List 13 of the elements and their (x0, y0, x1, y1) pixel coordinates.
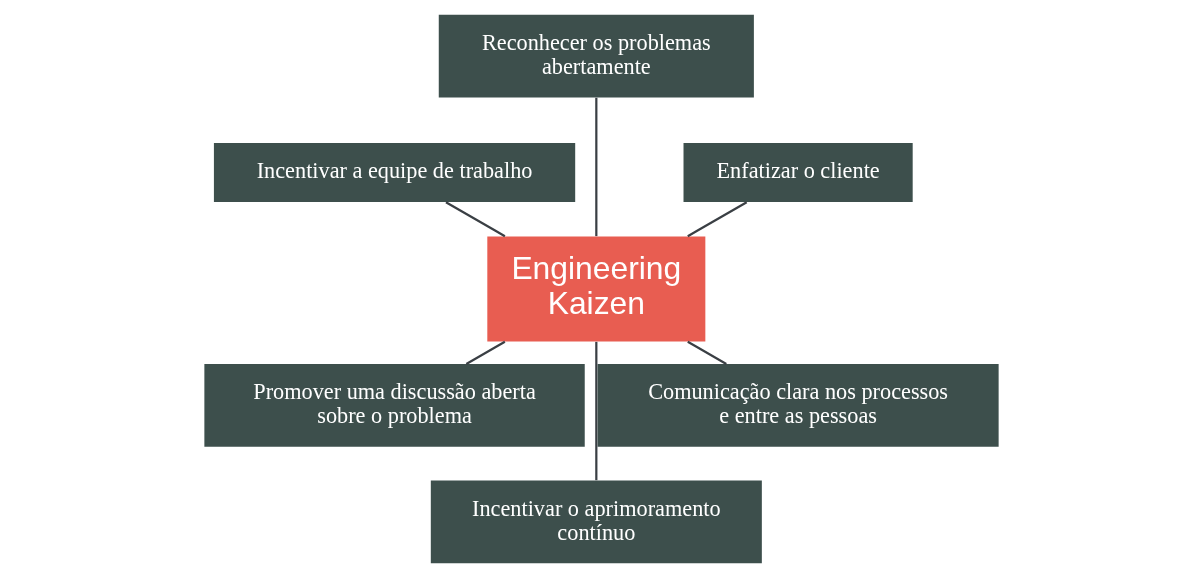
connector (465, 340, 506, 366)
node-box: Comunicação clara nos processos e entre as pessoas (597, 364, 999, 447)
connector (687, 340, 727, 366)
node-box: Reconhecer os problemas abertamente (438, 14, 754, 98)
connector (595, 97, 598, 237)
node-box: Enfatizar o cliente (683, 143, 913, 202)
connector (687, 201, 748, 238)
node-box: Incentivar o aprimoramento contínuo (430, 480, 762, 564)
node-box: Engineering Kaizen (487, 236, 706, 342)
connector (445, 201, 506, 238)
node-box: Incentivar a equipe de trabalho (213, 143, 576, 202)
node-box: Promover uma discussão aberta sobre o problema (204, 364, 585, 447)
connector (595, 341, 598, 481)
